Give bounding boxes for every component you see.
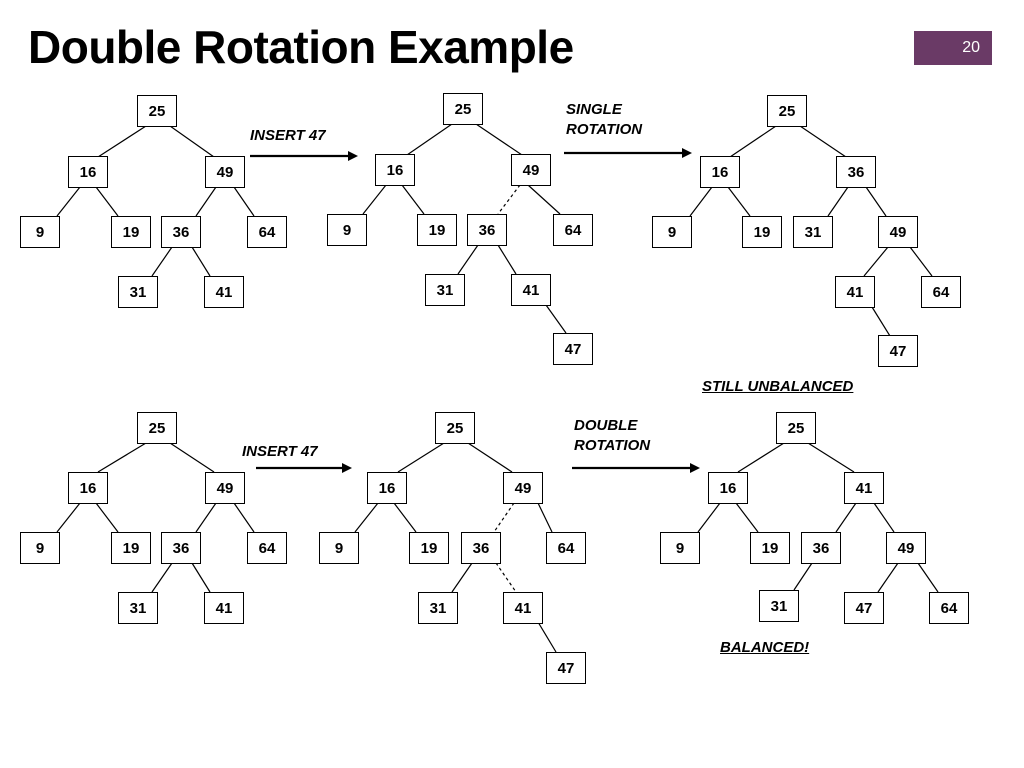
tree-node: 36 (161, 216, 201, 248)
tree-node: 41 (204, 592, 244, 624)
single-rotation-label: SINGLE ROTATION (566, 101, 643, 138)
tree-node: 49 (205, 156, 245, 188)
insert-label-bottom: INSERT 47 (242, 443, 318, 460)
tree-node: 36 (836, 156, 876, 188)
tree-node: 16 (375, 154, 415, 186)
tree-node: 9 (20, 532, 60, 564)
tree-node: 19 (111, 532, 151, 564)
slide-title: Double Rotation Example (28, 21, 574, 73)
tree-node: 9 (660, 532, 700, 564)
tree-node: 31 (418, 592, 458, 624)
tree-node: 9 (20, 216, 60, 248)
tree-node: 19 (409, 532, 449, 564)
tree-node: 41 (503, 592, 543, 624)
tree-node: 36 (461, 532, 501, 564)
tree-node: 41 (835, 276, 875, 308)
tree-node: 25 (443, 93, 483, 125)
tree-node: 49 (503, 472, 543, 504)
tree-node: 47 (844, 592, 884, 624)
tree-node: 31 (759, 590, 799, 622)
tree-node: 49 (886, 532, 926, 564)
tree-node: 47 (553, 333, 593, 365)
tree-node: 31 (118, 276, 158, 308)
tree-node: 19 (742, 216, 782, 248)
tree-node: 25 (435, 412, 475, 444)
balanced-label: BALANCED! (720, 639, 810, 656)
tree-node: 64 (929, 592, 969, 624)
slide-number-badge: 20 (914, 31, 992, 65)
tree-node: 16 (367, 472, 407, 504)
tree-node: 16 (68, 472, 108, 504)
tree-node: 31 (425, 274, 465, 306)
tree-node: 41 (844, 472, 884, 504)
tree-node: 36 (467, 214, 507, 246)
tree-node: 47 (546, 652, 586, 684)
tree-node: 64 (921, 276, 961, 308)
tree-node: 19 (111, 216, 151, 248)
tree-node: 25 (137, 412, 177, 444)
still-unbalanced-label: STILL UNBALANCED (702, 378, 854, 395)
tree-node: 31 (118, 592, 158, 624)
tree-node: 41 (511, 274, 551, 306)
tree-node: 47 (878, 335, 918, 367)
tree-node: 31 (793, 216, 833, 248)
tree-node: 49 (878, 216, 918, 248)
tree-node: 19 (417, 214, 457, 246)
tree-node: 49 (205, 472, 245, 504)
tree-node: 64 (247, 532, 287, 564)
slide-number: 20 (962, 39, 980, 56)
tree-node: 25 (767, 95, 807, 127)
insert-label-top: INSERT 47 (250, 127, 326, 144)
tree-node: 16 (708, 472, 748, 504)
tree-node: 9 (319, 532, 359, 564)
tree-node: 49 (511, 154, 551, 186)
tree-node: 36 (161, 532, 201, 564)
tree-node: 64 (546, 532, 586, 564)
tree-node: 41 (204, 276, 244, 308)
double-rotation-label: DOUBLE ROTATION (574, 417, 651, 454)
tree-node: 16 (68, 156, 108, 188)
tree-node: 19 (750, 532, 790, 564)
tree-node: 64 (247, 216, 287, 248)
tree-node: 9 (327, 214, 367, 246)
tree-node: 25 (776, 412, 816, 444)
tree-node: 36 (801, 532, 841, 564)
tree-node: 64 (553, 214, 593, 246)
tree-node: 9 (652, 216, 692, 248)
tree-node: 25 (137, 95, 177, 127)
tree-node: 16 (700, 156, 740, 188)
